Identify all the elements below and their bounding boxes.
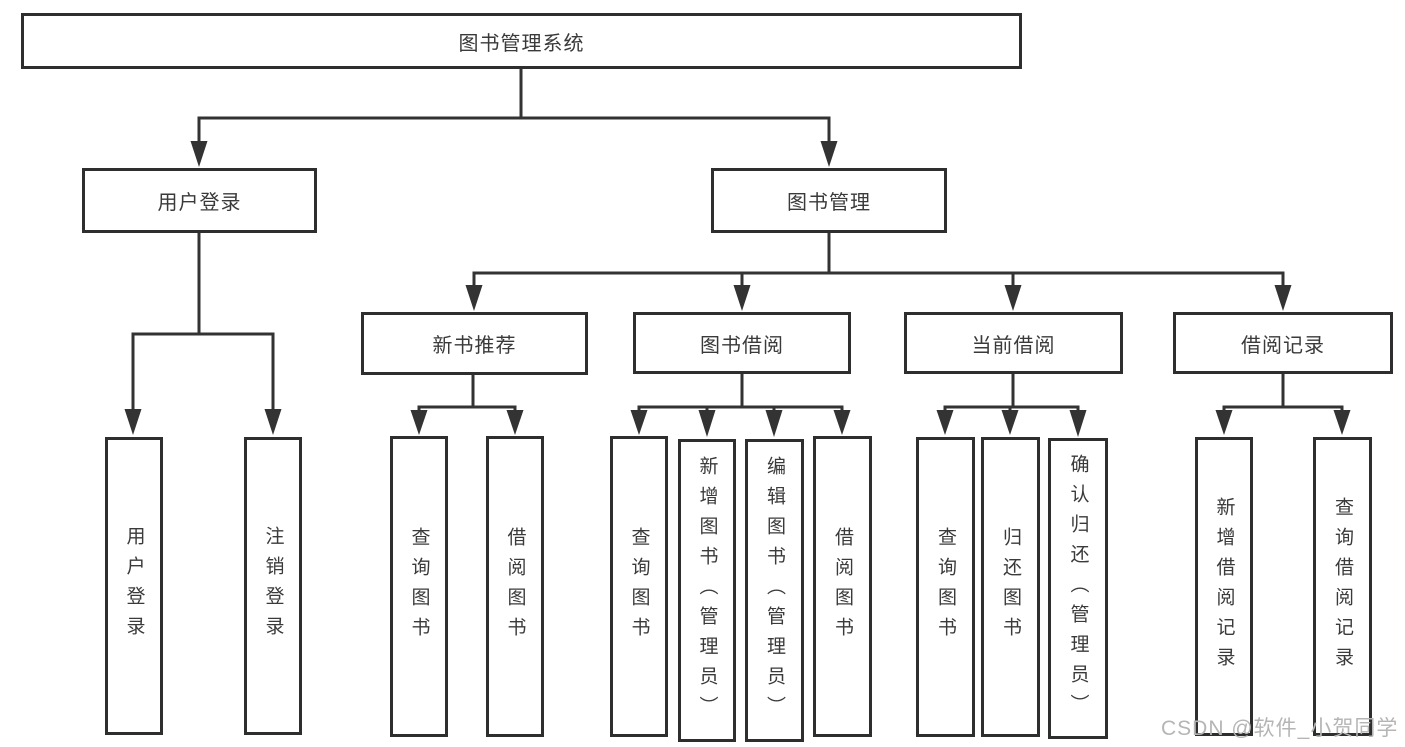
connector-records-drops: [1222, 407, 1344, 411]
connector-level3-drops: [472, 273, 1285, 286]
node-root-label: 图书管理系统: [458, 32, 585, 55]
leaf-query-books-3: 查询图书: [916, 437, 975, 737]
connector-borrowing-drops: [637, 407, 844, 411]
node-user-login: 用户登录: [82, 168, 317, 233]
leaf-query-books-1: 查询图书: [390, 436, 448, 737]
leaf-confirm-return-admin-label: 确认归还（管理员）: [1067, 453, 1089, 724]
node-user-login-label: 用户登录: [157, 192, 242, 214]
node-book-management: 图书管理: [711, 168, 947, 233]
node-book-borrowing-label: 图书借阅: [700, 334, 784, 357]
leaf-return-books: 归还图书: [981, 437, 1040, 737]
leaf-borrow-books-1-label: 借阅图书: [504, 526, 526, 647]
leaf-logout: 注销登录: [244, 437, 302, 735]
node-borrowing-records: 借阅记录: [1173, 312, 1393, 374]
leaf-add-borrow-record: 新增借阅记录: [1195, 437, 1253, 736]
leaf-edit-books-admin-label: 编辑图书（管理员）: [764, 455, 785, 726]
connector-userlogin-drops: [131, 334, 275, 410]
leaf-add-books-admin-label: 新增图书（管理员）: [696, 455, 718, 726]
leaf-query-borrow-record: 查询借阅记录: [1313, 437, 1372, 736]
leaf-query-books-3-label: 查询图书: [935, 527, 956, 647]
leaf-borrow-books-1: 借阅图书: [486, 436, 544, 737]
leaf-add-borrow-record-label: 新增借阅记录: [1213, 496, 1235, 677]
connector-level2-drops: [197, 118, 831, 142]
leaf-query-books-2: 查询图书: [610, 436, 668, 737]
leaf-edit-books-admin: 编辑图书（管理员）: [745, 439, 804, 742]
node-current-borrowing: 当前借阅: [904, 312, 1123, 374]
leaf-borrow-books-2-label: 借阅图书: [832, 526, 853, 647]
node-new-book-recommend: 新书推荐: [361, 312, 588, 375]
csdn-watermark: CSDN @软件_小贺同学: [1161, 717, 1399, 740]
leaf-query-borrow-record-label: 查询借阅记录: [1332, 496, 1353, 677]
leaf-add-books-admin: 新增图书（管理员）: [678, 439, 736, 742]
node-book-borrowing: 图书借阅: [633, 312, 851, 374]
leaf-query-books-1-label: 查询图书: [408, 526, 430, 647]
leaf-confirm-return-admin: 确认归还（管理员）: [1048, 438, 1108, 739]
leaf-logout-label: 注销登录: [262, 526, 284, 646]
node-book-management-label: 图书管理: [787, 192, 871, 214]
leaf-borrow-books-2: 借阅图书: [813, 436, 872, 737]
node-root: 图书管理系统: [21, 13, 1022, 69]
connector-newbook-drops: [417, 407, 517, 411]
node-borrowing-records-label: 借阅记录: [1241, 334, 1325, 357]
leaf-user-login-label: 用户登录: [123, 526, 145, 646]
node-new-book-recommend-label: 新书推荐: [432, 335, 517, 357]
leaf-query-books-2-label: 查询图书: [628, 526, 650, 647]
connector-current-drops: [943, 407, 1080, 411]
leaf-return-books-label: 归还图书: [1000, 527, 1021, 647]
node-current-borrowing-label: 当前借阅: [971, 334, 1056, 357]
leaf-user-login: 用户登录: [105, 437, 163, 735]
